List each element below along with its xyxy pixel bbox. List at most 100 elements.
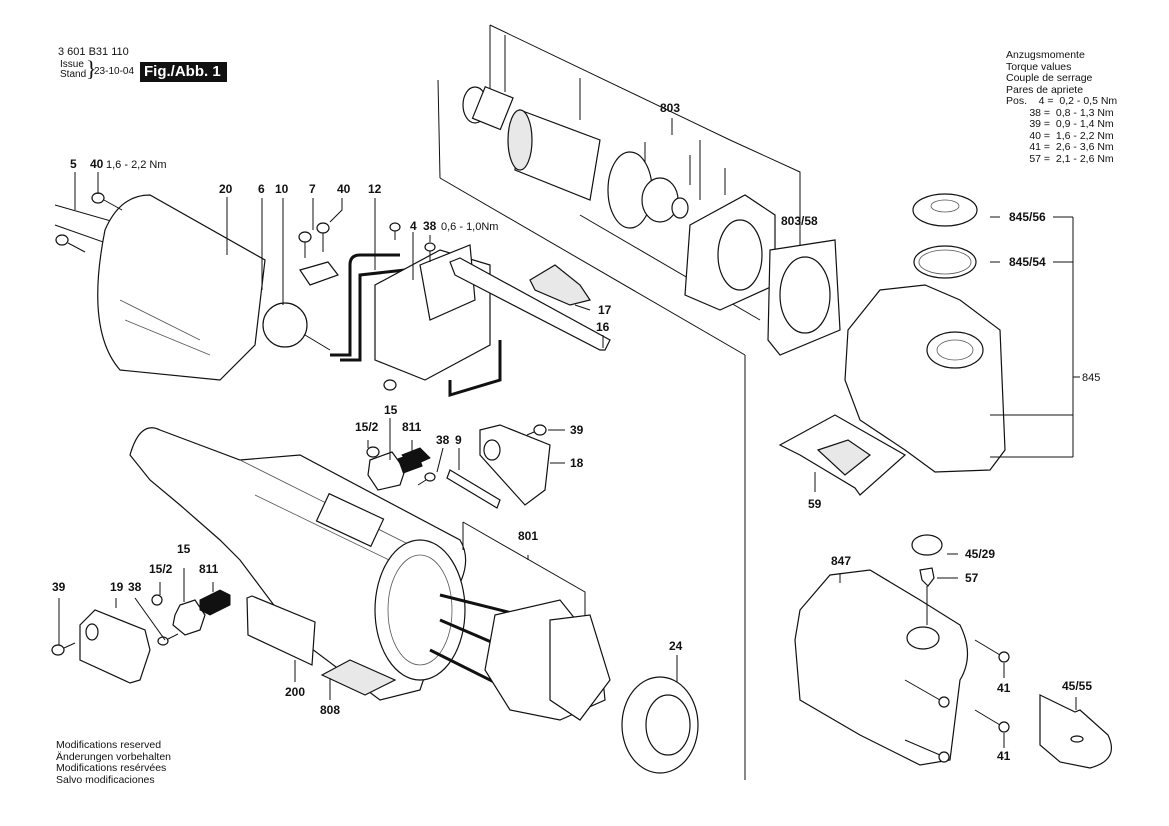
callout-39-upper: 39 — [570, 423, 584, 437]
callout-15-upper: 15 — [384, 403, 398, 417]
field-coil-part — [429, 521, 611, 721]
callout-7: 7 — [309, 182, 316, 196]
callout-59: 59 — [808, 497, 822, 511]
torque-row: Pos. 4 = 0,2 - 0,5 Nm — [1006, 95, 1118, 107]
screw-38-switch — [424, 242, 436, 262]
torque-table: Anzugsmomente Torque values Couple de se… — [1006, 49, 1118, 165]
callout-labels: 5 40 1,6 - 2,2 Nm 20 6 10 7 40 12 4 38 0… — [52, 101, 1100, 763]
torque-row: 57 = 2,1 - 2,6 Nm — [1006, 152, 1114, 165]
callout-40-torque: 1,6 - 2,2 Nm — [106, 159, 167, 171]
callout-5: 5 — [70, 157, 77, 171]
brush-holder-upper — [366, 446, 406, 491]
gear-head-bracket — [990, 216, 1080, 458]
footer-line-fr: Modifications resérvées — [56, 762, 167, 774]
torque-row: 39 = 0,9 - 1,4 Nm — [1006, 118, 1114, 130]
callout-40-top: 40 — [90, 157, 104, 171]
callout-40-clamp: 40 — [337, 182, 351, 196]
gear-head-part — [844, 284, 1006, 473]
callout-38-torque: 0,6 - 1,0Nm — [441, 221, 498, 233]
screw-39-upper — [526, 424, 547, 436]
brush-spring-lower — [151, 594, 163, 606]
callout-808: 808 — [320, 703, 340, 717]
callout-811-upper: 811 — [402, 420, 422, 434]
callout-45-29: 45/29 — [965, 547, 995, 561]
motor-cap-part — [54, 194, 266, 381]
callout-38-lower: 38 — [128, 580, 142, 594]
carbon-brush-upper — [397, 447, 431, 474]
brace-glyph: } — [86, 56, 97, 81]
label-plate-808 — [320, 659, 397, 696]
torque-title-en: Torque values — [1006, 60, 1072, 73]
callout-6: 6 — [258, 182, 265, 196]
callout-18: 18 — [570, 456, 584, 470]
issue-date: 23-10-04 — [94, 66, 135, 77]
guide-line — [439, 177, 746, 356]
label-plate-200 — [246, 595, 316, 666]
switch-button-part — [529, 264, 591, 306]
issue-label: Issue — [60, 59, 84, 70]
callout-10: 10 — [275, 182, 289, 196]
torque-row: 40 = 1,6 - 2,2 Nm — [1006, 129, 1114, 142]
armature-part — [462, 85, 689, 229]
depth-stop-45-55-part — [1039, 694, 1112, 769]
callout-12: 12 — [368, 182, 382, 196]
dust-shield-part — [778, 414, 907, 496]
callout-57: 57 — [965, 571, 979, 585]
issue-stand-label: Issue Stand — [60, 60, 86, 80]
callout-20: 20 — [219, 182, 233, 196]
carbon-brush-lower — [199, 589, 231, 616]
footer-line-en: Modifications reserved — [56, 739, 162, 751]
screw-38-brush-upper — [417, 472, 436, 486]
gasket-part — [767, 239, 841, 356]
bearing-part — [262, 302, 331, 351]
footer-line-es: Salvo modificaciones — [56, 773, 155, 786]
screw-38-lower — [157, 633, 179, 646]
callout-845-56: 845/56 — [1009, 210, 1046, 224]
screw-40-clamp — [298, 222, 330, 258]
screw-57-part — [919, 567, 958, 625]
brush-cover-upper — [479, 424, 551, 506]
leader-lines — [58, 172, 604, 700]
callout-803: 803 — [660, 101, 680, 115]
callout-4: 4 — [410, 219, 417, 233]
brush-holder-lower — [172, 599, 206, 636]
callout-39-lower: 39 — [52, 580, 66, 594]
spindle-cap-part — [912, 193, 978, 227]
screw-40-top — [91, 192, 123, 211]
callout-9: 9 — [455, 433, 462, 447]
torque-row: 38 = 0,8 - 1,3 Nm — [1006, 106, 1114, 119]
screw-41-lower — [904, 709, 1010, 763]
cap-45-29-part — [911, 534, 958, 556]
modifications-notice: Modifications reserved Änderungen vorbeh… — [56, 739, 171, 786]
callout-845: 845 — [1082, 372, 1100, 384]
switch-slide-part — [449, 257, 611, 351]
fan-baffle-part — [621, 655, 699, 774]
cable-clamp-part — [299, 261, 339, 286]
callout-38-switch: 38 — [423, 219, 437, 233]
document-number: 3 601 B31 110 — [58, 46, 129, 58]
figure-label: Fig./Abb. 1 — [140, 62, 227, 82]
callout-15-2-lower: 15/2 — [149, 562, 173, 576]
retaining-ring-part — [913, 245, 977, 279]
callout-41-lower: 41 — [997, 749, 1011, 763]
callout-45-55: 45/55 — [1062, 679, 1092, 693]
callout-38-brush: 38 — [436, 433, 450, 447]
guide-line — [437, 79, 441, 179]
callout-803-58: 803/58 — [781, 214, 818, 228]
callout-15-2-upper: 15/2 — [355, 420, 379, 434]
callout-15-lower: 15 — [177, 542, 191, 556]
front-cover-part — [794, 569, 969, 766]
torque-rows: Pos. 4 = 0,2 - 0,5 Nm 38 = 0,8 - 1,3 Nm … — [1006, 95, 1118, 165]
label-plate-9 — [446, 469, 501, 509]
callout-847: 847 — [831, 554, 851, 568]
callout-845-54: 845/54 — [1009, 255, 1046, 269]
torque-row: 41 = 2,6 - 3,6 Nm — [1006, 141, 1114, 153]
bearing-plate-part — [684, 194, 776, 311]
brush-cover-lower — [79, 609, 151, 684]
stand-label: Stand — [60, 69, 87, 80]
callout-16: 16 — [596, 320, 610, 334]
callout-17: 17 — [598, 303, 612, 317]
torque-title-es: Pares de apriete — [1006, 83, 1084, 96]
callout-801: 801 — [518, 529, 538, 543]
